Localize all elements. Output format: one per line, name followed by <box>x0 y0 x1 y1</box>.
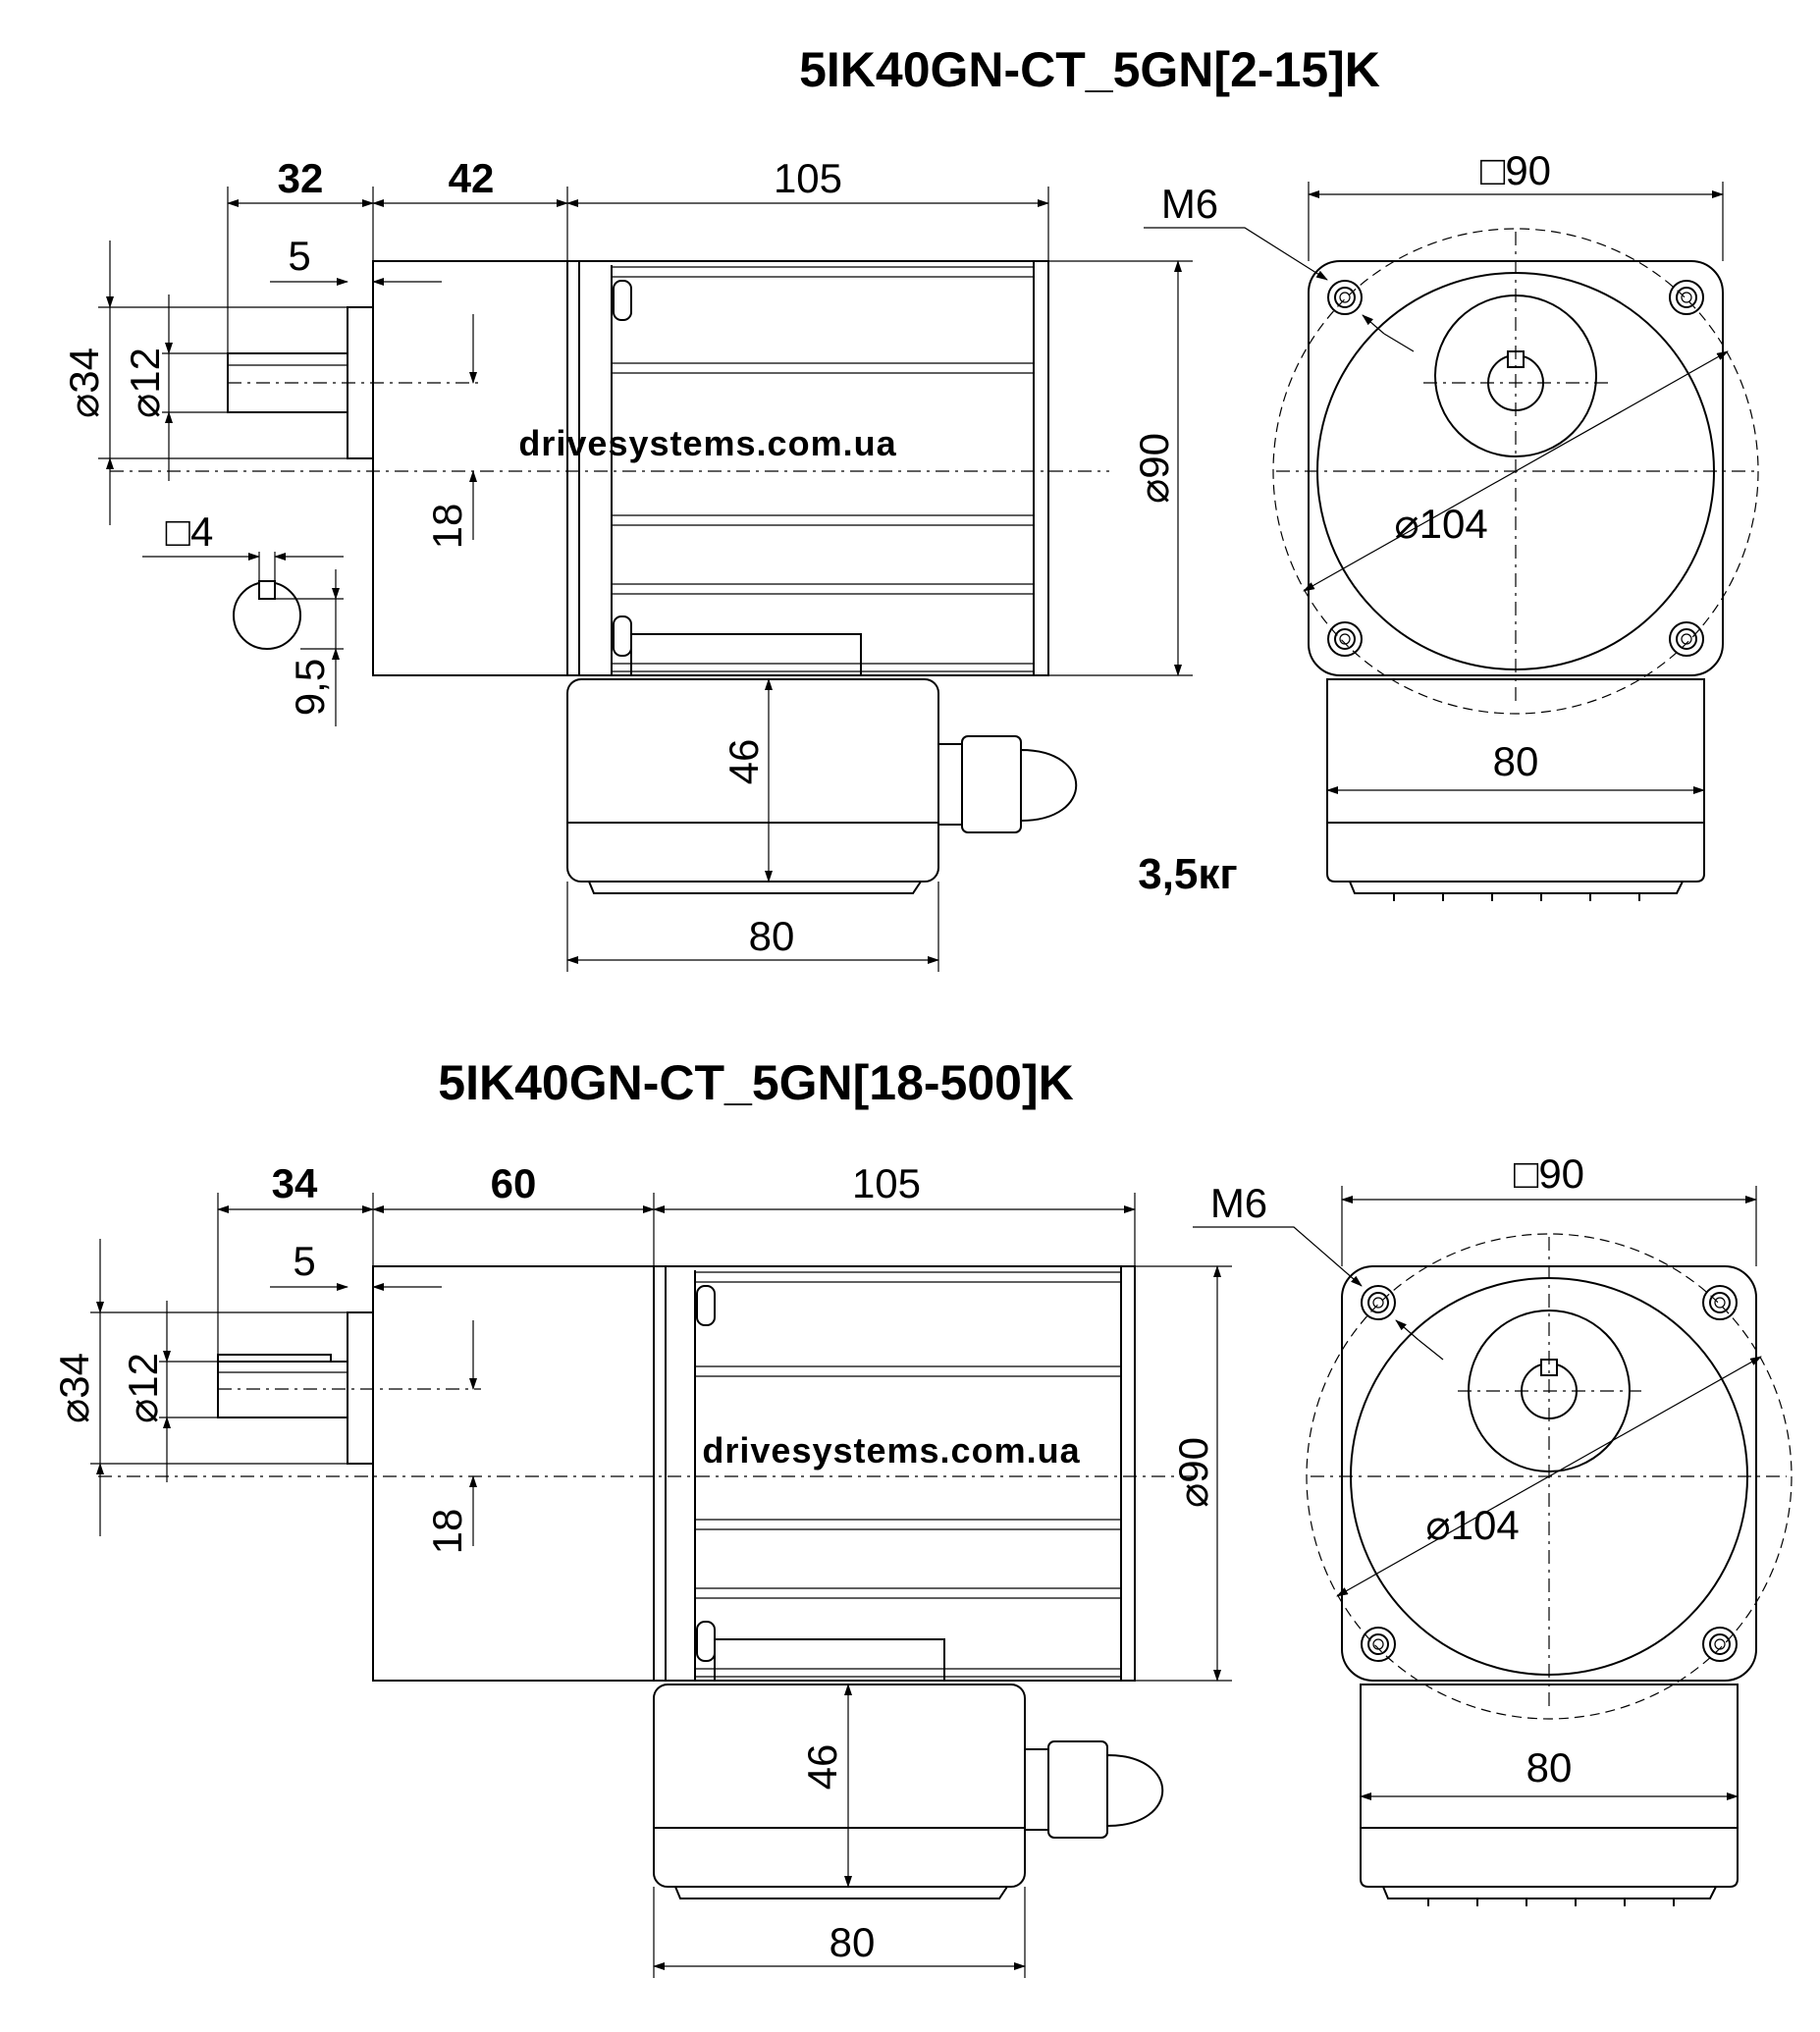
dim-pilot-diameter: ⌀34 <box>61 348 107 418</box>
dim-shaft-length: 34 <box>272 1160 318 1206</box>
dim-motor-length: 105 <box>852 1160 921 1206</box>
dim-key-width: □4 <box>166 508 214 555</box>
dim-body-diameter: ⌀90 <box>1170 1437 1216 1508</box>
view-1: 5IK40GN-CT_5GN[2-15]K <box>61 42 1759 972</box>
dim-gearbox-length: 42 <box>449 155 495 201</box>
motor-body <box>566 260 1049 676</box>
dim-shaft-length: 32 <box>278 155 324 201</box>
weight-label: 3,5кг <box>1138 850 1238 898</box>
cable-gland <box>937 743 963 826</box>
dim-pcd: ⌀104 <box>1425 1502 1519 1548</box>
dim-flange-square: □90 <box>1480 147 1551 193</box>
gearbox-body <box>372 1265 655 1682</box>
view-2-title: 5IK40GN-CT_5GN[18-500]K <box>438 1055 1073 1110</box>
mount-hole-bl <box>1361 1627 1396 1662</box>
mount-hole-br <box>1702 1627 1738 1662</box>
front-view-2: □90 M6 ⌀104 80 <box>1193 1150 1793 1906</box>
dim-box-width-front: 80 <box>1526 1744 1573 1791</box>
dim-offset: 18 <box>424 504 470 550</box>
motor-body <box>653 1265 1136 1682</box>
dim-box-width: 80 <box>830 1919 876 1965</box>
front-view-1: □90 M6 ⌀104 80 <box>1144 147 1759 901</box>
mount-hole-br <box>1669 621 1704 657</box>
gearbox-body <box>372 260 568 676</box>
view-2: 5IK40GN-CT_5GN[18-500]K <box>51 1055 1793 1978</box>
dim-box-height: 46 <box>721 739 767 785</box>
mount-hole-tr <box>1669 280 1704 315</box>
dim-motor-length: 105 <box>774 155 842 201</box>
dim-box-width-front: 80 <box>1493 738 1539 784</box>
side-view-1: 32 42 105 5 ⌀34 ⌀12 18 <box>61 155 1238 972</box>
dim-shoulder: 5 <box>288 233 310 279</box>
dim-flange-square: □90 <box>1514 1150 1584 1197</box>
bolt-circle <box>1272 228 1759 715</box>
dim-pcd: ⌀104 <box>1394 501 1487 547</box>
dim-shaft-diameter: ⌀12 <box>120 1353 166 1423</box>
terminal-box-front <box>1360 1684 1739 1888</box>
dim-box-height: 46 <box>799 1744 845 1791</box>
dim-pilot-diameter: ⌀34 <box>51 1353 97 1423</box>
key-slot <box>258 580 276 600</box>
cable-gland <box>1024 1748 1049 1831</box>
side-view-2: 34 60 105 5 ⌀34 ⌀12 18 <box>51 1160 1232 1978</box>
dim-shoulder: 5 <box>293 1238 315 1284</box>
mount-hole-bl <box>1327 621 1363 657</box>
pilot-boss <box>347 1311 374 1465</box>
terminal-box-front <box>1326 678 1705 882</box>
dim-shaft-diameter: ⌀12 <box>122 348 168 418</box>
mount-hole-tl <box>1327 280 1363 315</box>
watermark: drivesystems.com.ua <box>518 423 896 463</box>
dim-gearbox-length: 60 <box>491 1160 537 1206</box>
dim-body-diameter: ⌀90 <box>1131 433 1177 504</box>
bolt-circle <box>1306 1233 1793 1720</box>
mount-hole-tl <box>1361 1285 1396 1320</box>
dim-key-depth: 9,5 <box>287 659 333 716</box>
dim-thread: M6 <box>1161 181 1218 227</box>
mount-hole-tr <box>1702 1285 1738 1320</box>
dim-offset: 18 <box>424 1509 470 1555</box>
dim-box-width: 80 <box>749 913 795 959</box>
watermark: drivesystems.com.ua <box>702 1430 1080 1471</box>
view-1-title: 5IK40GN-CT_5GN[2-15]K <box>799 42 1380 97</box>
dim-thread: M6 <box>1210 1180 1267 1226</box>
